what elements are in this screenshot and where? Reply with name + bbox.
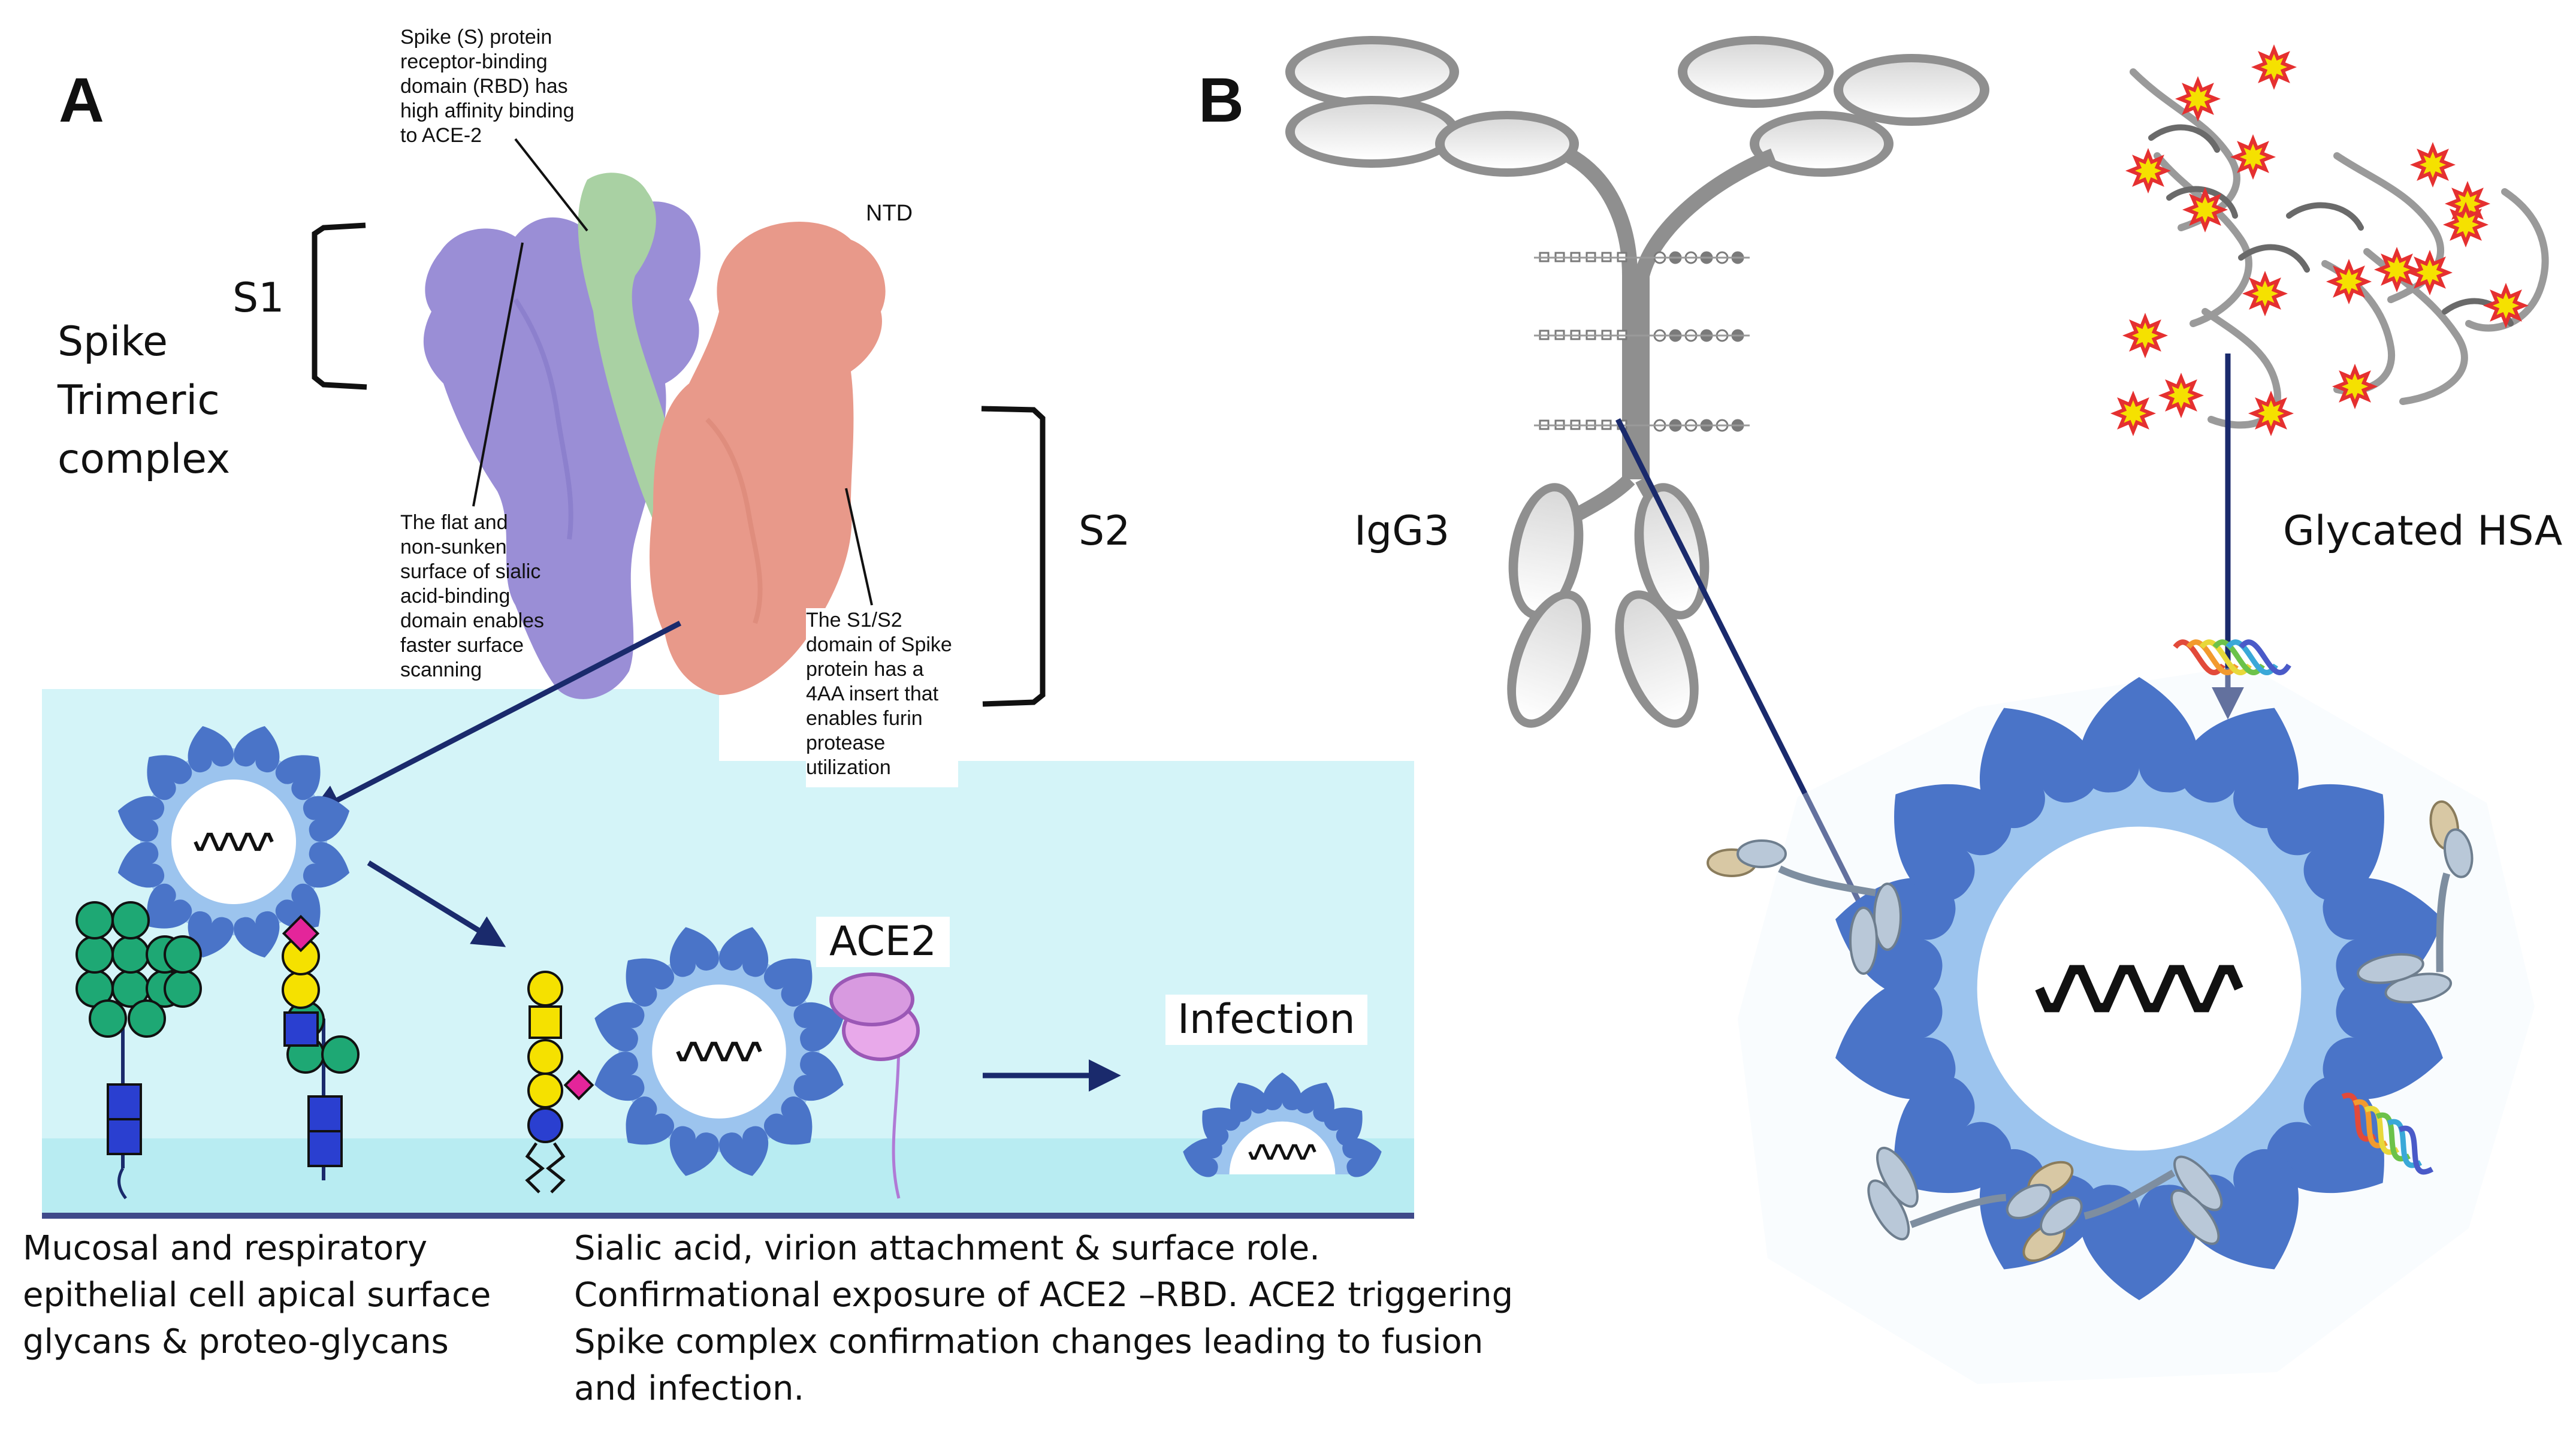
hsa-label: Glycated HSA — [2283, 507, 2563, 555]
furin-note-line: The S1/S2 — [806, 609, 902, 632]
s2-bracket — [981, 406, 1046, 707]
ntd-label: NTD — [866, 201, 913, 226]
sialic-note-line: The flat and — [400, 511, 508, 534]
s2-label: S2 — [1079, 507, 1131, 555]
panel-a-letter: A — [59, 65, 104, 135]
caption-right-line: Sialic acid, virion attachment & surface… — [574, 1229, 1320, 1268]
caption-left-line: Mucosal and respiratory — [23, 1229, 428, 1268]
rbd-note-line: high affinity binding — [400, 99, 575, 122]
bound-hsa-ribbons — [2173, 639, 2434, 1175]
furin-note-line: utilization — [806, 756, 891, 779]
virion-attached — [594, 927, 844, 1176]
glycation-marks — [2110, 44, 2529, 437]
rbd-note-line: Spike (S) protein — [400, 26, 552, 49]
caption-right-line: Spike complex confirmation changes leadi… — [574, 1322, 1484, 1361]
bound-igg3-antibodies — [1707, 800, 2474, 1262]
furin-note-line: 4AA insert that — [806, 682, 939, 705]
sialic-note-line: scanning — [400, 658, 482, 681]
caption-left-line: epithelial cell apical surface — [23, 1276, 491, 1315]
ace2-label: ACE2 — [816, 917, 950, 967]
caption-right: Sialic acid, virion attachment & surface… — [574, 1225, 1513, 1412]
spike-label-line: complex — [58, 436, 231, 483]
caption-left-line: glycans & proteo-glycans — [23, 1322, 449, 1361]
furin-leader-line — [845, 488, 873, 606]
glycan-chain-1 — [76, 901, 202, 1200]
rbd-note: Spike (S) protein receptor-binding domai… — [400, 25, 574, 148]
furin-note-line: protein has a — [806, 658, 924, 681]
sialic-note-line: faster surface — [400, 634, 524, 657]
rbd-leader-line — [514, 138, 588, 232]
spike-label-line: Spike — [58, 318, 168, 365]
rbd-note-line: domain (RBD) has — [400, 75, 568, 98]
arrow-virion-to-attachment — [367, 860, 506, 947]
igg3-label: IgG3 — [1354, 507, 1450, 555]
virion-complex — [1738, 665, 2535, 1384]
arrow-igg3-to-virion — [1615, 418, 1879, 941]
igg3-antibody-diagram — [1285, 36, 1989, 728]
panel-b-letter: B — [1198, 65, 1244, 135]
rbd-note-line: to ACE-2 — [400, 124, 482, 147]
virion-free — [117, 726, 350, 958]
spike-trimeric-label: Spike Trimeric complex — [58, 313, 230, 489]
furin-note-line: enables furin — [806, 707, 923, 730]
caption-right-line: and infection. — [574, 1369, 805, 1408]
rbd-note-line: receptor-binding — [400, 50, 548, 73]
caption-right-line: Confirmational exposure of ACE2 –RBD. AC… — [574, 1276, 1514, 1315]
spike-label-line: Trimeric — [58, 377, 220, 424]
caption-left: Mucosal and respiratory epithelial cell … — [23, 1225, 491, 1365]
s1-label: S1 — [232, 274, 285, 322]
hsa-protein-structure — [2130, 68, 2549, 429]
glycan-chain-2 — [282, 914, 360, 1180]
ace2-receptor — [829, 972, 920, 1199]
spike-protein-structure — [423, 173, 886, 699]
virion-fusing — [1183, 1073, 1382, 1177]
furin-note: The S1/S2 domain of Spike protein has a … — [806, 608, 958, 787]
infection-label: Infection — [1165, 995, 1367, 1045]
sialic-note-line: non-sunken — [400, 536, 507, 558]
s1-bracket — [312, 222, 367, 390]
sialic-note-line: acid-binding — [400, 585, 511, 608]
furin-note-line: protease — [806, 732, 886, 754]
furin-note-line: domain of Spike — [806, 633, 952, 656]
sialic-leader-line — [472, 242, 524, 507]
arrow-spike-to-virion — [309, 621, 682, 815]
sialic-note-line: surface of sialic — [400, 560, 541, 583]
glycan-chain-3 — [525, 971, 594, 1194]
sialic-note: The flat and non-sunken surface of siali… — [400, 510, 544, 682]
spike-salmon-chain — [650, 222, 886, 695]
sialic-note-line: domain enables — [400, 609, 545, 632]
